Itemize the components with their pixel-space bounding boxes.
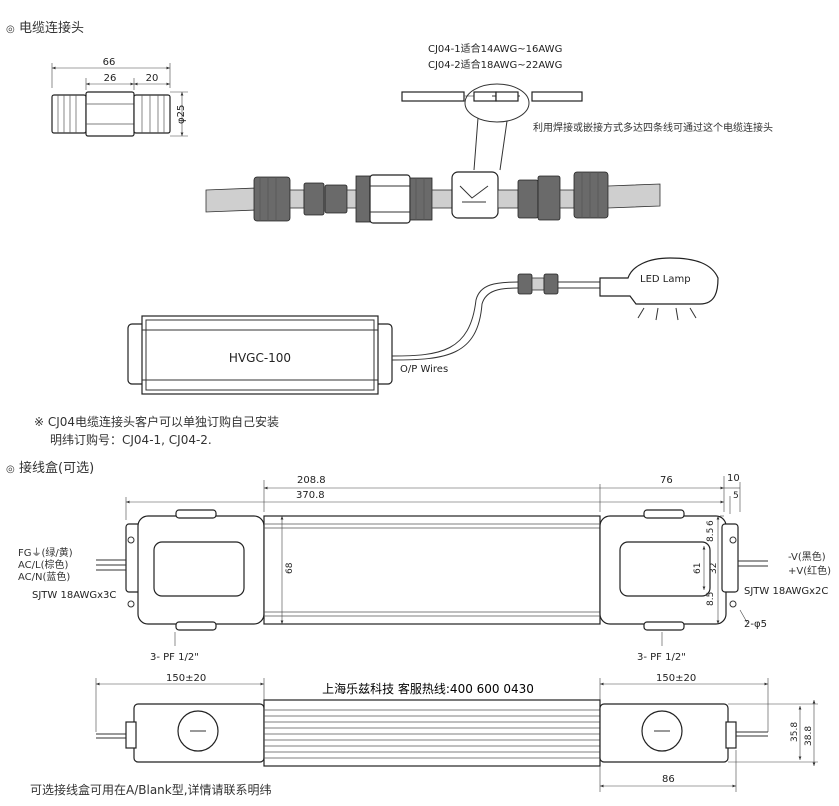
wire-splice-illustration [401, 83, 583, 171]
dim-370-8: 370.8 [296, 490, 325, 501]
dim-76: 76 [660, 475, 673, 486]
side-dim-left: 150±20 [166, 673, 206, 684]
dim-6: 6 [706, 520, 716, 526]
right-cable-spec: SJTW 18AWGx2C [744, 586, 828, 597]
dim-total-66: 66 [103, 57, 116, 68]
connector-assembly [205, 171, 661, 224]
vneg-label: -V(黑色) [788, 550, 826, 563]
dim-32: 32 [709, 563, 719, 574]
acl-label: AC/L(棕色) [18, 558, 68, 571]
dim-61: 61 [693, 563, 703, 574]
footer-note: 可选接线盒可用在A/Blank型,详情请联系明纬 [30, 782, 272, 797]
vpos-label: +V(红色) [788, 564, 831, 577]
wire-spec-line1: CJ04-1适合14AWG~16AWG [428, 42, 562, 55]
section2-title: 接线盒(可选) [19, 460, 94, 476]
dim-dia-25: φ25 [176, 105, 187, 124]
output-wires-label: O/P Wires [400, 364, 448, 375]
side-dim-right: 150±20 [656, 673, 696, 684]
driver-model: HVGC-100 [229, 351, 291, 365]
dim-20: 20 [146, 73, 159, 84]
dim-5: 5 [733, 491, 739, 501]
dim-68: 68 [285, 562, 295, 574]
dim-8-5-top: 8.5 [706, 528, 716, 542]
section2-bullet: ◎ [6, 464, 15, 475]
wire-spec-line2: CJ04-2适合18AWG~22AWG [428, 58, 562, 71]
left-cable-spec: SJTW 18AWGx3C [32, 590, 116, 601]
driver-illustration [127, 257, 719, 395]
dim-26: 26 [104, 73, 117, 84]
junction-box-side-view [95, 678, 818, 792]
order-note-line2: 明纬订购号：CJ04-1, CJ04-2. [50, 432, 212, 447]
side-dim-35-8: 35.8 [790, 722, 800, 742]
hotline-watermark: 上海乐兹科技 客服热线:400 600 0430 [322, 681, 534, 696]
side-dim-86: 86 [662, 774, 675, 785]
dim-10: 10 [727, 473, 740, 484]
right-thread-label: 3- PF 1/2" [637, 652, 686, 663]
dim-208-8: 208.8 [297, 475, 326, 486]
order-note-line1: ※ CJ04电缆连接头客户可以单独订购自己安装 [34, 414, 279, 429]
side-dim-38-8: 38.8 [804, 726, 814, 746]
led-lamp-label: LED Lamp [640, 274, 691, 285]
splice-note: 利用焊接或嵌接方式多达四条线可通过这个电缆连接头 [533, 121, 773, 134]
fg-label: FG⏚(绿/黄) [18, 546, 73, 559]
section1-title: 电缆连接头 [19, 20, 84, 36]
acn-label: AC/N(蓝色) [18, 570, 70, 583]
junction-box-top-view [96, 476, 768, 646]
dim-8-5-bottom: 8.5 [706, 592, 716, 606]
left-thread-label: 3- PF 1/2" [150, 652, 199, 663]
hole-spec: 2-φ5 [744, 619, 767, 630]
connector-drawing [51, 63, 188, 137]
section1-bullet: ◎ [6, 24, 15, 35]
